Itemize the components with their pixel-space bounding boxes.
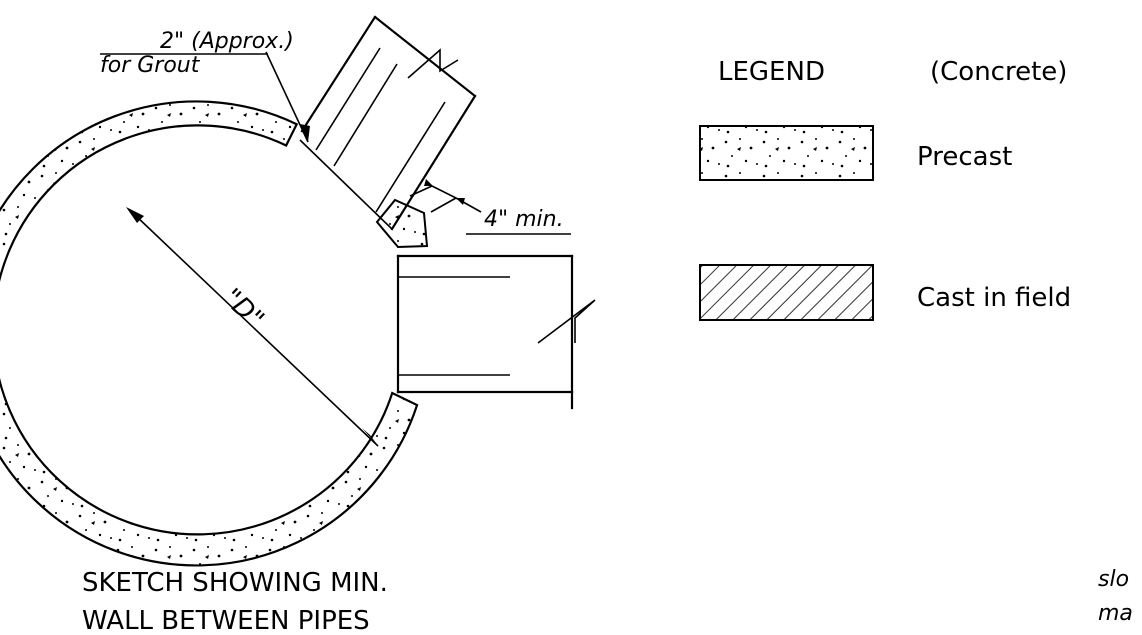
min-wall-dimension [409, 179, 571, 235]
legend-label-precast: Precast [917, 142, 1012, 172]
upper-pipe [299, 15, 477, 231]
legend-subtitle: (Concrete) [930, 57, 1067, 87]
legend-swatch-precast [699, 125, 874, 181]
grout-note-line1: 2" (Approx.) [160, 29, 294, 54]
side-pipe [396, 254, 596, 410]
legend-label-cast-in-field: Cast in field [917, 283, 1071, 313]
cutoff-note-line1: slo [1098, 567, 1129, 592]
cast-in-field-wedge [375, 198, 429, 249]
legend-title: LEGEND [718, 57, 825, 87]
manhole-ring [0, 100, 419, 567]
caption-line1: SKETCH SHOWING MIN. [82, 568, 388, 598]
legend-swatch-cast-in-field [699, 264, 874, 321]
diameter-label: "D" [217, 283, 270, 335]
caption-line2: WALL BETWEEN PIPES [82, 606, 370, 635]
min-wall-label: 4" min. [484, 207, 564, 232]
grout-leader [265, 51, 310, 143]
diameter-dimension [126, 207, 379, 447]
cutoff-note-line2: ma [1098, 601, 1133, 626]
grout-note-line2: for Grout [100, 53, 201, 78]
